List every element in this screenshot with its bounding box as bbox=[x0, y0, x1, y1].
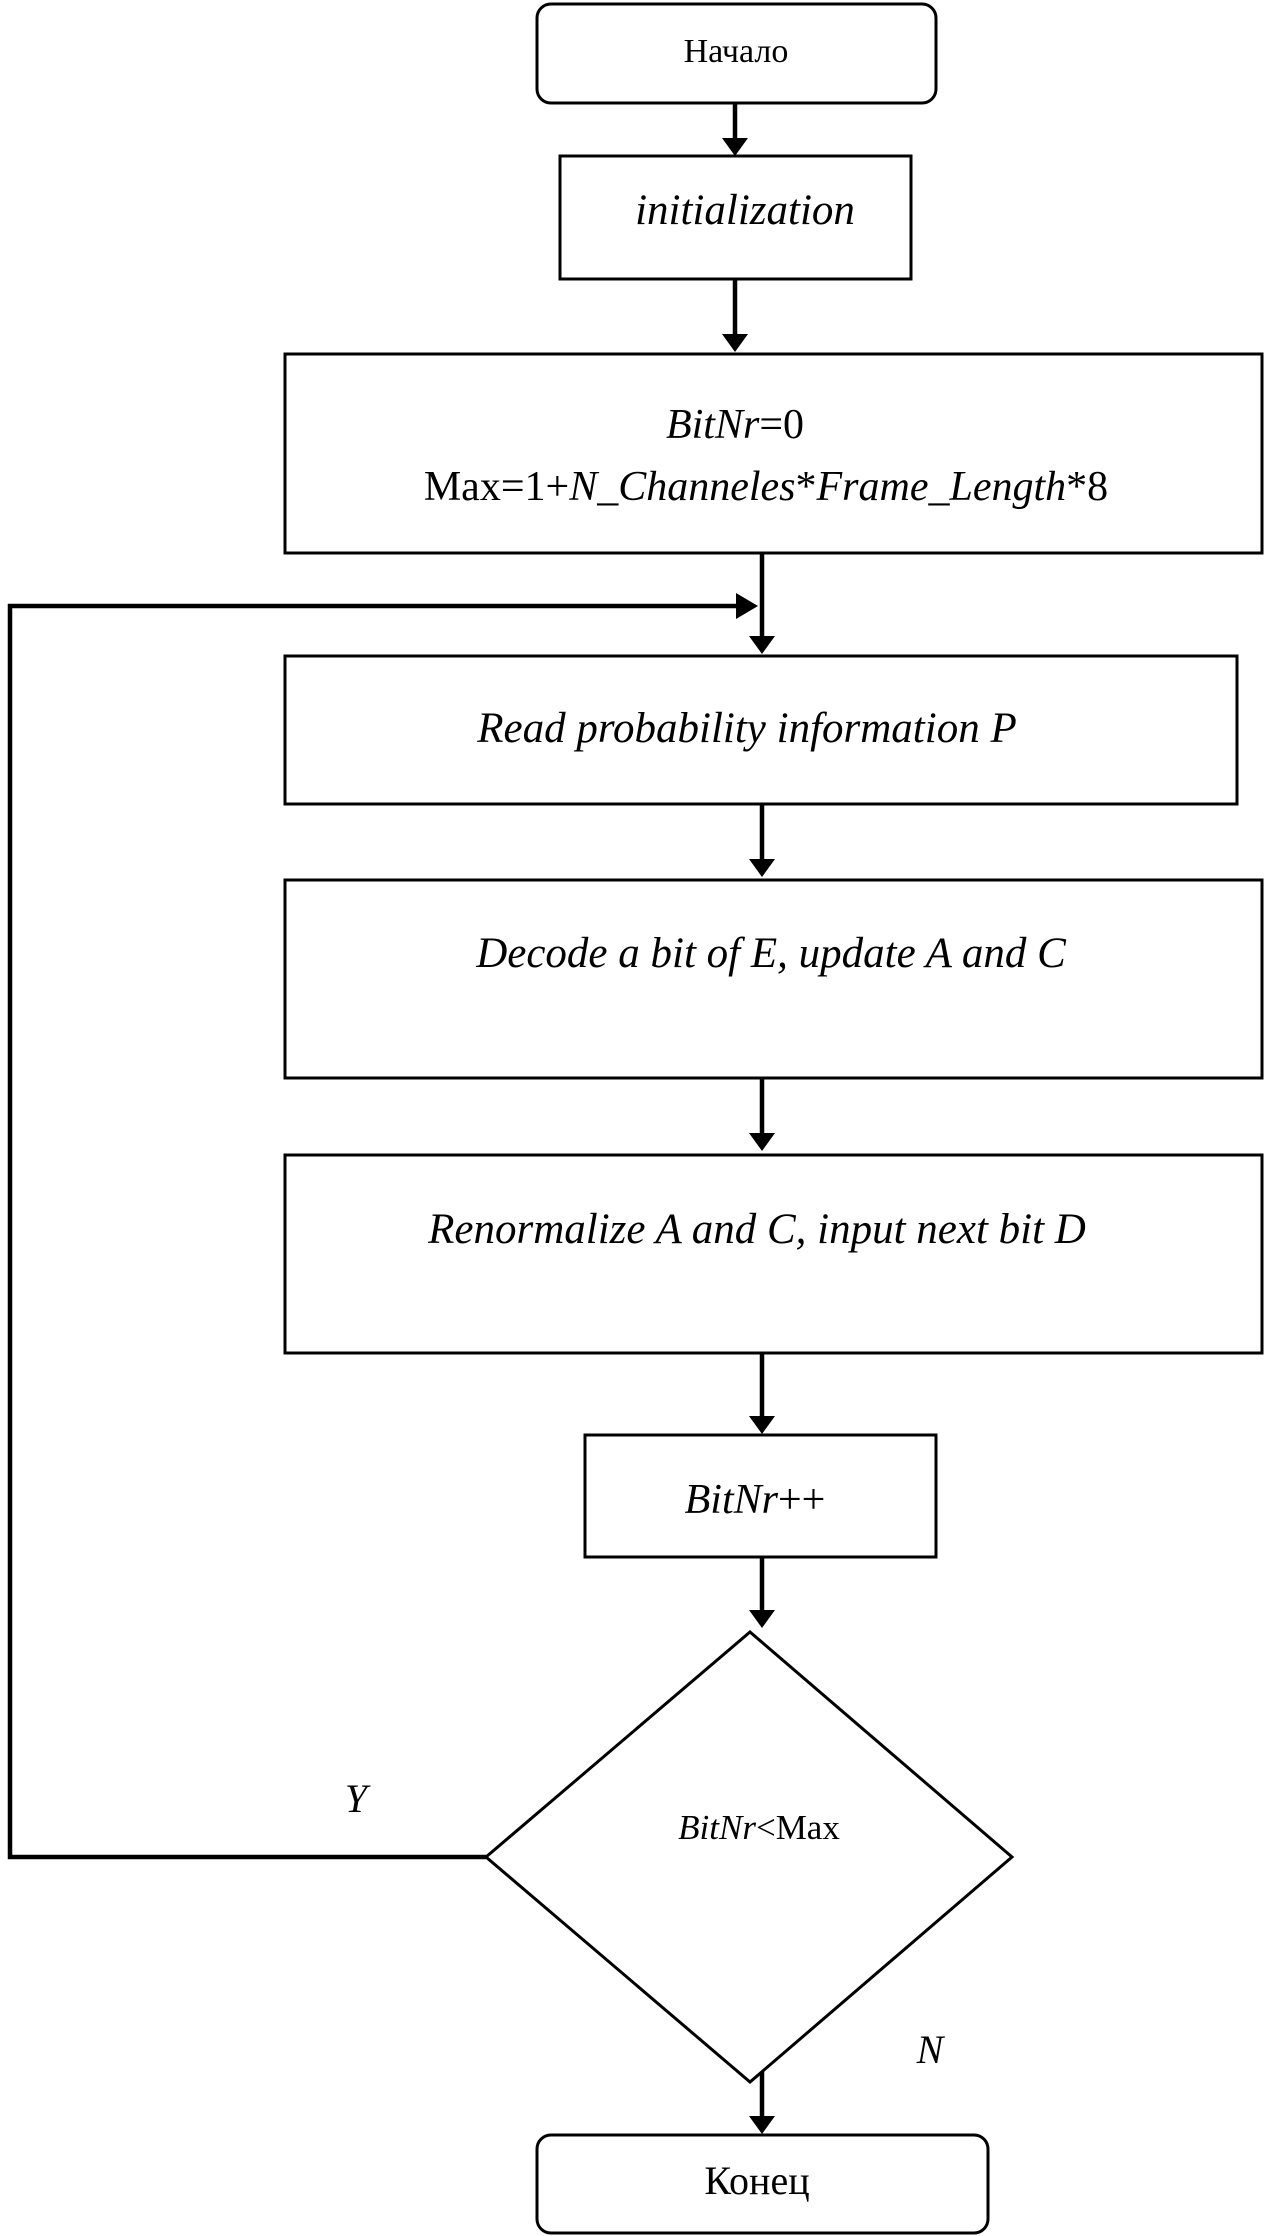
arrowhead-increment bbox=[749, 1416, 775, 1434]
decision-diamond bbox=[483, 1630, 1015, 2084]
start-label: Начало bbox=[684, 33, 789, 70]
increment-process-box bbox=[583, 1433, 938, 1559]
read-process-box bbox=[283, 654, 1239, 806]
init-label: initialization bbox=[635, 187, 855, 234]
connectors bbox=[7, 104, 775, 2134]
setup-var-bitnr: BitNr bbox=[666, 402, 760, 448]
shapes bbox=[283, 2, 1264, 2235]
labels: Начало initialization BitNr=0 Max=1+N_Ch… bbox=[345, 33, 1108, 2203]
arrowhead-loop-back bbox=[736, 593, 758, 619]
setup-multiply-1: * bbox=[796, 464, 817, 510]
end-terminal bbox=[535, 2133, 990, 2235]
loop-back-yes-branch bbox=[7, 603, 736, 1860]
setup-line-1: BitNr=0 bbox=[666, 402, 804, 448]
setup-max-suffix: *8 bbox=[1066, 464, 1108, 510]
setup-max-prefix: Max=1+ bbox=[424, 464, 569, 510]
arrowhead-setup bbox=[722, 334, 748, 352]
arrowhead-renorm bbox=[749, 1133, 775, 1151]
arrowhead-read bbox=[749, 636, 775, 654]
arrowhead-decode bbox=[749, 859, 775, 877]
increment-var: BitNr bbox=[685, 1477, 779, 1523]
setup-init-value: =0 bbox=[759, 402, 804, 448]
increment-op: ++ bbox=[778, 1477, 825, 1523]
read-label: Read probability information P bbox=[476, 705, 1016, 752]
arrowhead-decision bbox=[749, 1610, 775, 1628]
increment-label: BitNr++ bbox=[685, 1477, 826, 1523]
renorm-process-box bbox=[283, 1153, 1264, 1355]
setup-var-frame-length: Frame_Length bbox=[816, 464, 1067, 510]
init-process-box bbox=[558, 154, 913, 281]
setup-var-channels: N_Channeles bbox=[568, 464, 795, 510]
branch-no-label: N bbox=[916, 2027, 946, 2072]
renorm-label: Renormalize A and C, input next bit D bbox=[427, 1206, 1086, 1253]
setup-process-box bbox=[283, 352, 1264, 555]
decode-process-box bbox=[283, 878, 1264, 1080]
decision-label: BitNr<Max bbox=[678, 1808, 840, 1847]
branch-yes-label: Y bbox=[345, 1776, 371, 1821]
start-terminal bbox=[535, 2, 938, 105]
decision-op: < bbox=[756, 1808, 776, 1847]
decode-label: Decode a bit of E, update A and C bbox=[475, 930, 1067, 977]
end-label: Конец bbox=[704, 2158, 809, 2203]
decision-max: Max bbox=[776, 1808, 841, 1847]
arrowhead-init bbox=[722, 138, 748, 156]
setup-line-2: Max=1+N_Channeles*Frame_Length*8 bbox=[424, 464, 1108, 510]
decision-var: BitNr bbox=[678, 1808, 756, 1847]
arrowhead-end bbox=[749, 2116, 775, 2134]
